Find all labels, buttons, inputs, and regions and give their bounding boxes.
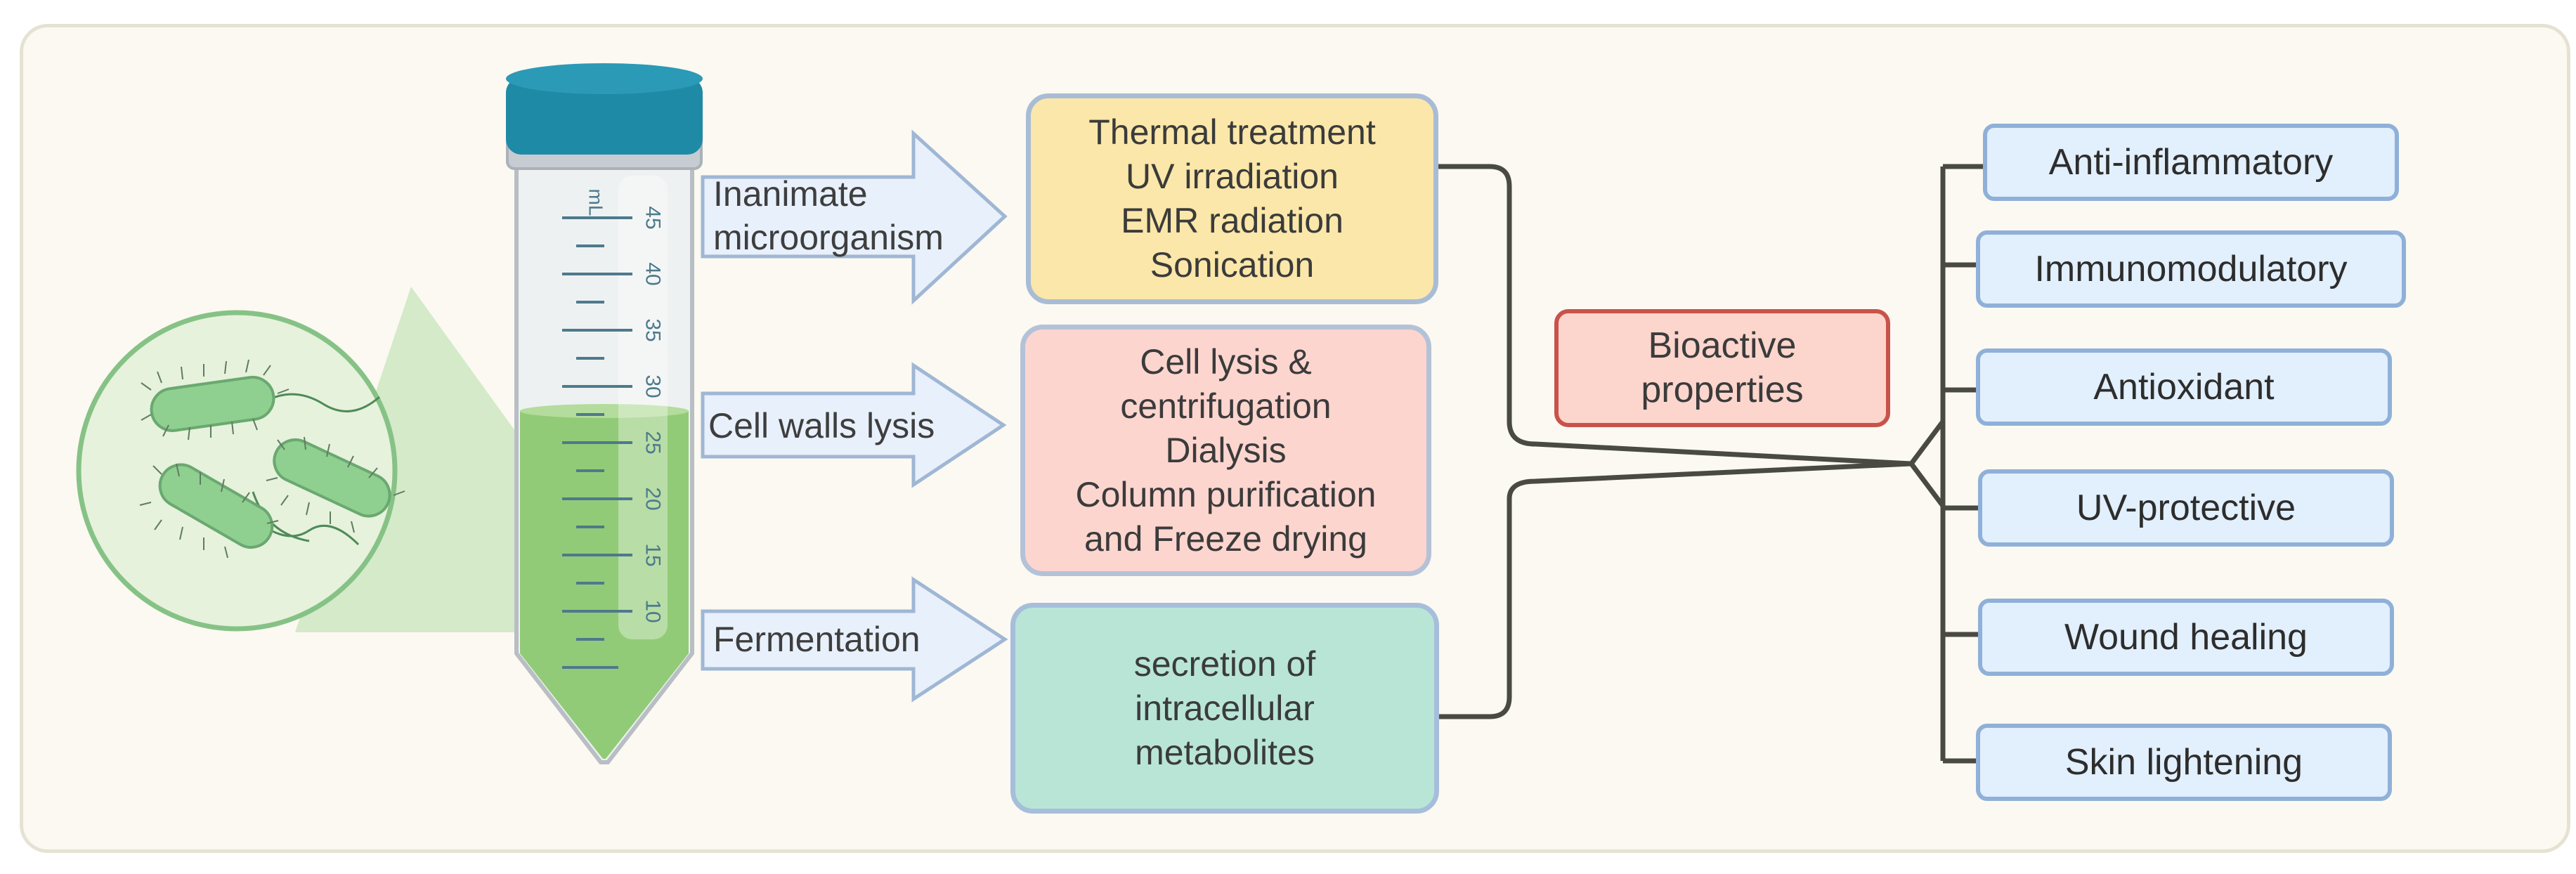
arrow-label-line: Inanimate <box>713 174 868 214</box>
method-line: metabolites <box>1135 732 1315 772</box>
arrow-label-line: Cell walls lysis <box>708 406 935 445</box>
property-label: Anti-inflammatory <box>2048 142 2334 183</box>
bacteria-icon <box>252 393 380 546</box>
tube-tick-label: 40 <box>641 262 665 286</box>
tube-tick-label: 25 <box>641 431 665 455</box>
property-label: Antioxidant <box>2093 367 2275 407</box>
method-box-lysis: Cell lysis & centrifugation Dialysis Col… <box>1020 325 1431 576</box>
arrow-label-fermentation: Fermentation <box>713 618 921 661</box>
property-label: UV-protective <box>2076 488 2296 528</box>
method-line: and Freeze drying <box>1084 518 1367 559</box>
method-line: Dialysis <box>1165 430 1287 470</box>
method-line: Thermal treatment <box>1088 112 1376 152</box>
tube-tick-label: 20 <box>641 487 665 511</box>
property-wound-healing: Wound healing <box>1978 599 2394 676</box>
arrow-cell-walls-lysis <box>701 362 1007 488</box>
arrow-label-inanimate: Inanimate microorganism <box>713 172 944 259</box>
tube-tick-label: 45 <box>641 206 665 230</box>
bacteria-hairs <box>139 359 405 559</box>
arrow-label-cell-walls-lysis: Cell walls lysis <box>708 404 935 448</box>
property-label: Skin lightening <box>2064 742 2303 783</box>
arrow-label-line: Fermentation <box>713 620 921 659</box>
bacteria-circle <box>76 310 398 632</box>
connector-lines <box>1438 164 1945 719</box>
bioactive-properties-box: Bioactive properties <box>1554 309 1890 427</box>
method-line: Column purification <box>1075 474 1377 514</box>
property-label: Wound healing <box>2064 617 2308 658</box>
property-skin-lightening: Skin lightening <box>1976 724 2392 801</box>
method-box-fermentation: secretion of intracellular metabolites <box>1010 603 1439 814</box>
tube-graduations <box>562 216 632 669</box>
tube-tick-label: 30 <box>641 374 665 398</box>
property-anti-inflammatory: Anti-inflammatory <box>1983 124 2399 201</box>
method-line: UV irradiation <box>1126 157 1339 196</box>
method-box-inanimation: Thermal treatment UV irradiation EMR rad… <box>1026 93 1438 304</box>
method-line: intracellular <box>1135 688 1315 728</box>
tube-unit-label: mL <box>585 188 607 216</box>
tube-tick-label: 10 <box>641 599 665 623</box>
center-line: properties <box>1641 370 1804 410</box>
bacteria-cells <box>150 375 391 549</box>
property-antioxidant: Antioxidant <box>1976 348 2392 426</box>
property-uv-protective: UV-protective <box>1978 469 2394 547</box>
tube-tick-label: 15 <box>641 543 665 567</box>
method-line: secretion of <box>1133 644 1316 684</box>
center-line: Bioactive <box>1648 325 1797 366</box>
method-line: centrifugation <box>1120 386 1332 426</box>
method-line: Sonication <box>1150 245 1315 285</box>
arrow-label-line: microorganism <box>713 218 944 257</box>
arrow-inanimate <box>701 129 1008 305</box>
method-line: EMR radiation <box>1121 201 1344 240</box>
method-line: Cell lysis & <box>1140 341 1312 381</box>
arrow-fermentation <box>701 576 1008 703</box>
tube-tick-label: 35 <box>641 318 665 342</box>
falcon-tube <box>506 63 703 764</box>
property-immunomodulatory: Immunomodulatory <box>1976 230 2406 308</box>
property-label: Immunomodulatory <box>2034 249 2348 289</box>
